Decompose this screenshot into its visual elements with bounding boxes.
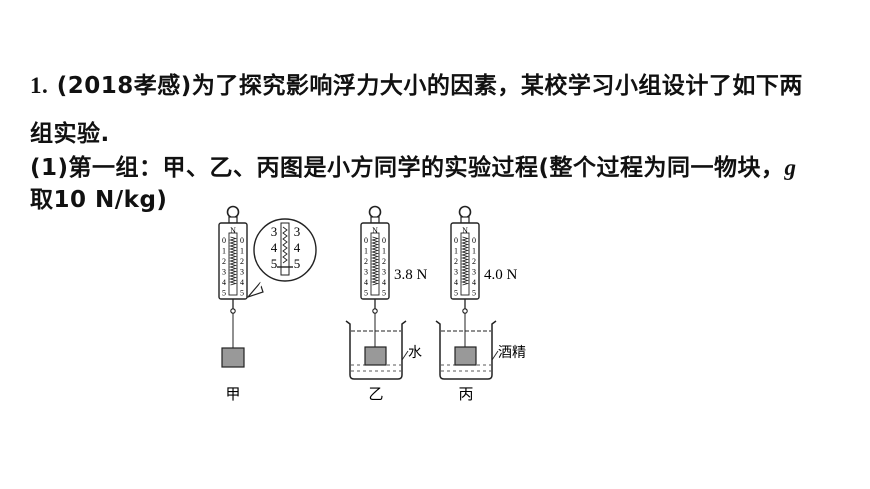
scale-unit-label: N [230,226,236,235]
reading-yi: 3.8 N [394,267,428,283]
scale-tick-label-left: 4 [222,278,226,287]
question-text-2: 组实验. [30,121,110,147]
scale-tick-label-right: 1 [472,247,476,256]
scale-tick-label-left: 3 [364,268,368,277]
zoom-tick-label-left: 4 [271,240,278,255]
caption-yi: 乙 [368,385,383,403]
scale-tick-label-right: 4 [240,278,244,287]
scale-tick-label-left: 2 [222,257,226,266]
scale-tick-label-left: 5 [222,289,226,298]
scale-tick-label-right: 2 [472,257,476,266]
scale-tick-label-right: 5 [472,289,476,298]
scale-tick-label-right: 5 [382,289,386,298]
scale-tick-label-left: 0 [364,236,368,245]
scale-tick-label-right: 3 [472,268,476,277]
part-label: (1) [30,155,69,181]
zoom-tick-label-left: 3 [271,224,278,239]
liquid-label-water: 水 [408,345,422,361]
zoom-tick-label-right: 4 [294,240,301,255]
scale-unit-label: N [462,226,468,235]
scale-tick-label-left: 1 [222,247,226,256]
scale-tick-label-right: 4 [382,278,386,287]
scale-tick-label-left: 2 [364,257,368,266]
scale-unit-label: N [372,226,378,235]
hanging-block-jia [221,313,245,368]
question-text-3: 第一组：甲、乙、丙图是小方同学的实验过程(整个过程为同一物块， [68,155,785,181]
question-source: (2018孝感) [56,73,192,99]
zoom-bubble [246,218,317,299]
question-line-2: 组实验. [30,114,110,148]
liquid-label-alcohol: 酒精 [498,345,526,361]
scale-tick-label-left: 4 [454,278,458,287]
scale-tick-label-left: 4 [364,278,368,287]
question-number: 1. [30,73,49,98]
scale-tick-label-right: 3 [382,268,386,277]
caption-jia: 甲 [225,385,240,403]
beaker-yi [345,313,409,380]
scale-tick-label-right: 0 [472,236,476,245]
question-text-4: 取10 N/kg) [30,187,168,213]
scale-tick-label-right: 0 [240,236,244,245]
question-line-3: (1)第一组：甲、乙、丙图是小方同学的实验过程(整个过程为同一物块，g [30,148,797,182]
zoom-tick-label-left: 5 [271,256,278,271]
question-text-1: 为了探究影响浮力大小的因素，某校学习小组设计了如下两 [191,73,803,99]
zoom-tick-label-right: 5 [294,256,301,271]
scale-tick-label-left: 3 [222,268,226,277]
scale-tick-label-left: 1 [454,247,458,256]
scale-tick-label-left: 2 [454,257,458,266]
question-line-1: 1. (2018孝感)为了探究影响浮力大小的因素，某校学习小组设计了如下两 [30,66,803,100]
scale-tick-label-left: 0 [454,236,458,245]
scale-tick-label-right: 5 [240,289,244,298]
scale-tick-label-left: 0 [222,236,226,245]
scale-tick-label-right: 2 [382,257,386,266]
beaker-bing [435,313,499,380]
scale-tick-label-right: 1 [240,247,244,256]
g-symbol: g [784,155,797,180]
zoom-tick-label-right: 3 [294,224,301,239]
reading-bing: 4.0 N [484,267,518,283]
scale-tick-label-right: 1 [382,247,386,256]
scale-tick-label-right: 0 [382,236,386,245]
caption-bing: 丙 [458,385,473,403]
question-line-4: 取10 N/kg) [30,180,167,214]
scale-tick-label-right: 3 [240,268,244,277]
scale-tick-label-right: 2 [240,257,244,266]
scale-tick-label-left: 5 [364,289,368,298]
scale-tick-label-left: 5 [454,289,458,298]
scale-tick-label-right: 4 [472,278,476,287]
scale-tick-label-left: 1 [364,247,368,256]
scale-tick-label-left: 3 [454,268,458,277]
